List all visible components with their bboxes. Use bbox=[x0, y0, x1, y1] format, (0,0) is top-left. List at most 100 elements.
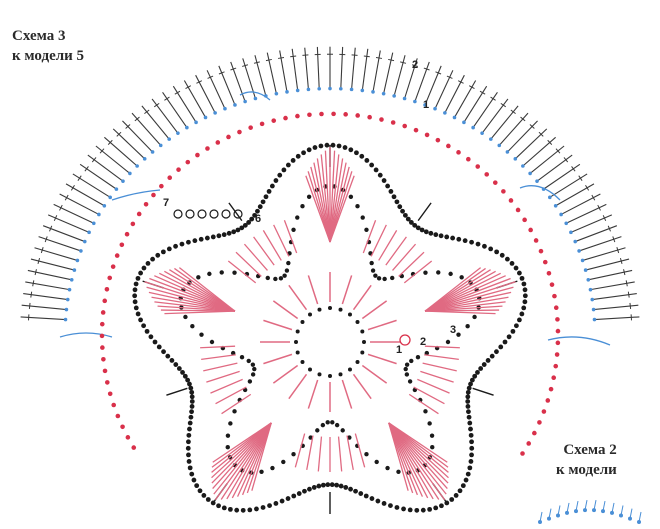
center-dot bbox=[347, 312, 352, 317]
petal-stitch bbox=[337, 436, 343, 472]
red-dot bbox=[546, 270, 552, 276]
chain-dot bbox=[494, 349, 499, 355]
blue-dot bbox=[72, 268, 77, 272]
center-dot bbox=[295, 350, 300, 355]
center-dot bbox=[362, 340, 366, 344]
chain-dot bbox=[433, 232, 439, 238]
petal-stitch bbox=[294, 433, 306, 468]
center-stitch bbox=[288, 284, 308, 311]
chain-dot bbox=[423, 270, 428, 275]
chain-dot bbox=[509, 260, 515, 266]
red-dot bbox=[99, 333, 105, 339]
petal-stitch bbox=[329, 154, 340, 243]
post-crossbar bbox=[242, 64, 249, 67]
petal-stitch bbox=[329, 175, 355, 243]
post-crossbar bbox=[40, 247, 44, 254]
center-dot bbox=[328, 306, 332, 310]
chain-dot bbox=[228, 421, 233, 426]
center-stitch bbox=[352, 373, 372, 400]
petal-stitch bbox=[144, 281, 236, 312]
scheme-title-line2: к модели 5 bbox=[12, 48, 85, 64]
chain-dot bbox=[308, 435, 313, 440]
chain-dot bbox=[369, 496, 375, 501]
chain-dot bbox=[186, 459, 192, 464]
post-stitch bbox=[279, 50, 288, 92]
chain-dot bbox=[485, 358, 491, 363]
chain-dot bbox=[188, 385, 194, 391]
petal-stitch bbox=[403, 260, 433, 284]
blue-dot bbox=[233, 103, 237, 107]
blue-dot bbox=[553, 203, 558, 208]
chain-dot bbox=[291, 452, 296, 457]
post-crossbar bbox=[37, 258, 41, 265]
post-stitch bbox=[291, 48, 299, 91]
star-outline-chain bbox=[132, 142, 528, 514]
red-dot bbox=[102, 368, 108, 374]
picot-loop bbox=[173, 209, 183, 219]
chain-dot bbox=[185, 377, 191, 383]
red-dot bbox=[537, 420, 542, 425]
center-stitch bbox=[341, 379, 353, 409]
chain-dot bbox=[257, 204, 263, 210]
post-stitch bbox=[351, 47, 356, 90]
red-dot bbox=[101, 356, 106, 362]
blue-arch bbox=[111, 189, 161, 201]
petal-stitch bbox=[388, 422, 449, 479]
picot-loop bbox=[185, 209, 195, 219]
chain-dot bbox=[472, 373, 478, 379]
chain-dot bbox=[252, 212, 258, 218]
chain-dot bbox=[161, 349, 166, 355]
chain-dot bbox=[232, 409, 237, 414]
scheme-2-fragment bbox=[538, 500, 642, 524]
post-stitch bbox=[172, 85, 197, 123]
post-crossbar bbox=[125, 124, 131, 129]
start-loop bbox=[399, 334, 411, 346]
center-dot bbox=[300, 320, 305, 325]
chain-dot bbox=[502, 339, 508, 345]
chain-dot bbox=[519, 311, 525, 317]
blue-dot bbox=[535, 179, 539, 183]
center-stitch bbox=[361, 364, 388, 384]
chain-dot bbox=[469, 445, 475, 451]
chain-dot bbox=[438, 233, 444, 239]
post-stitch bbox=[42, 225, 85, 243]
blue-dot bbox=[480, 131, 484, 135]
red-dot bbox=[102, 298, 108, 304]
red-dot bbox=[533, 238, 539, 243]
chain-dot bbox=[234, 507, 240, 513]
chain-dot bbox=[513, 265, 519, 271]
blue-dot bbox=[371, 90, 375, 94]
petal-stitch bbox=[424, 277, 511, 312]
post-crossbar bbox=[555, 148, 561, 154]
chain-dot bbox=[469, 439, 474, 445]
center-stitch bbox=[307, 379, 319, 409]
post-stitch bbox=[122, 120, 153, 153]
petal-stitch bbox=[424, 354, 459, 361]
chain-dot bbox=[433, 505, 439, 511]
post-crossbar bbox=[375, 56, 383, 59]
post-crossbar bbox=[468, 85, 475, 89]
red-dot bbox=[115, 413, 121, 419]
petal-stitch bbox=[388, 422, 429, 499]
chain-dot bbox=[284, 268, 290, 273]
blue-dot bbox=[194, 120, 198, 125]
center-stitch bbox=[341, 275, 353, 305]
chain-dot bbox=[194, 483, 200, 489]
center-stitch bbox=[263, 319, 293, 331]
chain-dot bbox=[465, 399, 471, 404]
chain-dot bbox=[396, 469, 401, 474]
red-dot bbox=[130, 221, 136, 227]
post-crossbar bbox=[230, 67, 237, 71]
post-stitch bbox=[162, 92, 188, 128]
blue-dot bbox=[185, 125, 189, 130]
post-stitch bbox=[141, 105, 170, 140]
post-crossbar bbox=[623, 269, 626, 276]
blue-dot bbox=[69, 278, 74, 282]
blue-dot bbox=[402, 96, 407, 101]
chain-dot bbox=[429, 433, 435, 438]
petal-stitch bbox=[362, 220, 377, 254]
center-dot bbox=[328, 374, 332, 378]
post-crossbar bbox=[144, 109, 150, 115]
chain-dot bbox=[453, 493, 459, 498]
chain-dot bbox=[191, 477, 197, 483]
